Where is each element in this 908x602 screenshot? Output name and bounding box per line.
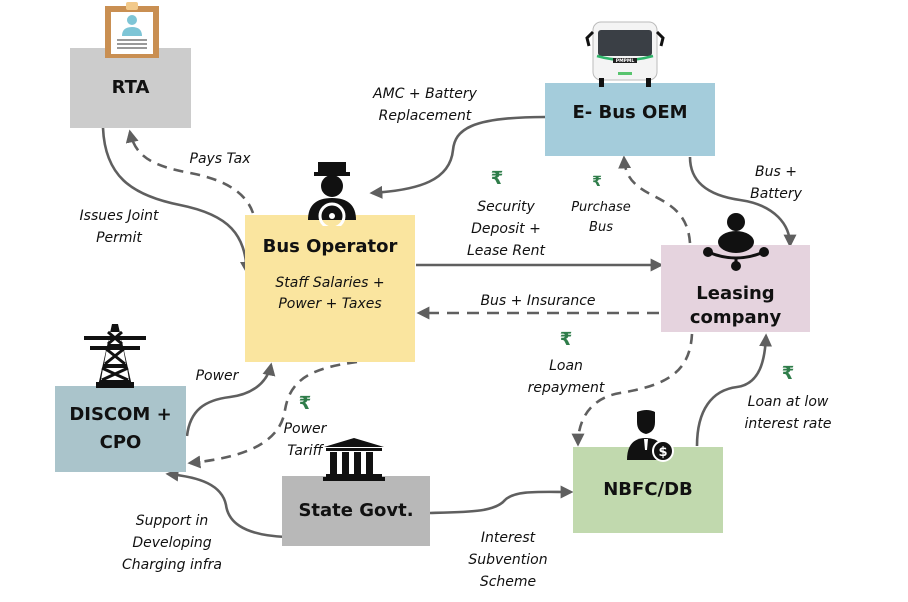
electric-bus-icon: PMPML (585, 21, 665, 87)
label-power-line1: Power (195, 368, 239, 384)
label-support-line1: Support in (135, 513, 209, 529)
svg-text:$: $ (658, 445, 667, 460)
edge-interest-subvention (429, 485, 574, 515)
label-support-infra: Support in Developing Charging infra (122, 510, 222, 576)
label-interest-line3: Scheme (479, 574, 537, 590)
node-ebus-oem[interactable]: E- Bus OEM (545, 83, 715, 156)
banker-icon: $ (627, 410, 674, 462)
rupee-icon-power-tariff: ₹ (298, 393, 312, 414)
label-amc: AMC + Battery Replacement (373, 83, 477, 127)
node-operator-sub2: Power + Taxes (278, 296, 382, 312)
node-operator-label: Bus Operator (262, 236, 398, 257)
node-nbfc-label: NBFC/DB (603, 479, 693, 500)
label-security-line1: Security (477, 199, 535, 215)
label-purchase-line1: Purchase (571, 200, 631, 215)
label-bus-battery: Bus + Battery (750, 161, 802, 205)
label-interest-line1: Interest (480, 530, 536, 546)
node-discom-label1: DISCOM + (69, 404, 172, 425)
label-support-line2: Developing (132, 535, 212, 551)
edge-amc (369, 115, 546, 199)
label-issues-permit-line1: Issues Joint (79, 208, 159, 224)
node-nbfc-db[interactable]: NBFC/DB (573, 447, 723, 533)
edge-loan-low-interest (695, 333, 773, 447)
label-security-deposit: Security Deposit + Lease Rent (467, 196, 545, 262)
label-issues-permit: Issues Joint Permit (80, 205, 159, 249)
label-interest-line2: Subvention (468, 552, 548, 568)
label-purchase-line2: Bus (589, 220, 613, 235)
label-interest-subvention: Interest Subvention Scheme (468, 527, 547, 593)
node-leasing-label1: Leasing (696, 283, 775, 304)
label-loan-repayment: Loan repayment (528, 355, 605, 399)
label-bus-insurance: Bus + Insurance (480, 290, 595, 312)
node-bus-operator[interactable]: Bus Operator Staff Salaries + Power + Ta… (245, 215, 415, 362)
node-leasing-label2: company (689, 307, 782, 328)
label-bus-insurance-line1: Bus + Insurance (480, 293, 596, 309)
node-discom-label2: CPO (99, 432, 142, 453)
node-govt-label: State Govt. (298, 500, 414, 521)
rupee-icon-security-deposit: ₹ (490, 168, 504, 189)
bus-driver-icon (308, 162, 356, 226)
label-amc-line2: Replacement (378, 108, 472, 124)
label-support-line3: Charging infra (122, 557, 222, 573)
edge-support-infra (165, 468, 287, 539)
label-pays-tax: Pays Tax (190, 148, 251, 170)
edge-loan-repayment (571, 333, 694, 447)
label-loan-repayment-line2: repayment (527, 380, 605, 396)
label-loan-repayment-line1: Loan (549, 358, 583, 374)
node-rta-label: RTA (111, 77, 150, 98)
node-discom-cpo[interactable]: DISCOM + CPO (55, 386, 186, 472)
label-loan-low-line1: Loan at low (747, 394, 829, 410)
label-power-tariff: Power Tariff (284, 418, 327, 462)
bus-plate-text: PMPML (616, 58, 635, 64)
rupee-icon-purchase-bus: ₹ (592, 174, 602, 190)
label-loan-low-line2: interest rate (744, 416, 832, 432)
label-bus-battery-line1: Bus + (755, 164, 797, 180)
network-person-icon (703, 213, 769, 271)
label-power: Power (196, 365, 239, 387)
edge-power-tariff (187, 360, 358, 469)
edge-issues-permit (101, 127, 253, 275)
label-power-tariff-line2: Tariff (287, 443, 323, 459)
edge-bus-battery (688, 156, 797, 248)
label-pays-tax-line1: Pays Tax (189, 151, 251, 167)
label-amc-line1: AMC + Battery (373, 86, 477, 102)
label-security-line2: Deposit + (471, 221, 541, 237)
node-operator-sub1: Staff Salaries + (275, 275, 385, 291)
clipboard-icon (105, 2, 159, 58)
label-purchase-bus: Purchase Bus (571, 198, 631, 238)
node-rta[interactable]: RTA (70, 48, 191, 128)
power-tower-icon (84, 324, 146, 388)
edge-pays-tax (125, 129, 255, 214)
node-state-govt[interactable]: State Govt. (282, 476, 430, 546)
label-loan-low-interest: Loan at low interest rate (745, 391, 832, 435)
rupee-icon-loan-repayment: ₹ (559, 329, 573, 350)
edge-purchase-bus (618, 155, 692, 244)
label-bus-battery-line2: Battery (750, 186, 802, 202)
rupee-icon-loan-low-interest: ₹ (781, 363, 795, 384)
label-issues-permit-line2: Permit (96, 230, 142, 246)
edge-power (185, 362, 276, 437)
label-security-line3: Lease Rent (466, 243, 546, 259)
government-building-icon (323, 438, 385, 481)
label-power-tariff-line1: Power (283, 421, 327, 437)
node-oem-label: E- Bus OEM (572, 102, 688, 123)
